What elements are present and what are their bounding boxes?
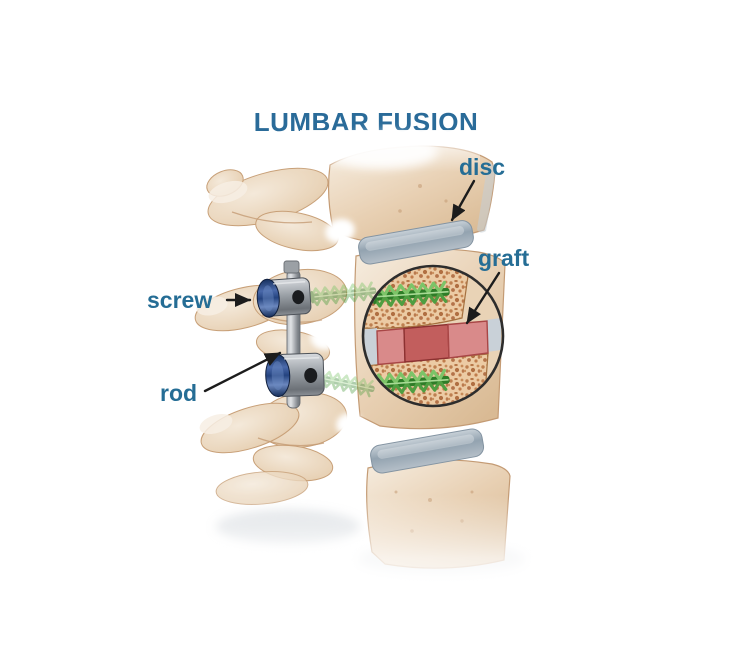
rod-top-cap [283, 260, 300, 274]
graft-annotation: graft [465, 245, 529, 325]
rod-label: rod [160, 380, 197, 406]
posterior-elements-vertebra-1 [206, 167, 339, 252]
pedicle-screw-head-lower [265, 352, 325, 398]
spinal-rod-assembly [256, 260, 325, 409]
intervertebral-disc-lower [370, 428, 485, 474]
posterior-elements-vertebra-3 [199, 392, 348, 505]
pedicle-screw-head-upper [256, 277, 312, 318]
screw-annotation: screw [147, 287, 252, 313]
disc-annotation: disc [450, 154, 505, 222]
rod-annotation: rod [160, 351, 282, 406]
intervertebral-disc-upper [358, 220, 474, 265]
screw-label: screw [147, 287, 212, 313]
bone-graft-blocks [376, 320, 489, 366]
graft-arrow [465, 271, 501, 325]
graft-label: graft [478, 245, 529, 271]
disc-remnant-right [486, 318, 501, 352]
inset-circle-outline [361, 264, 505, 408]
fade-overlays [185, 130, 535, 600]
intervertebral-foramina [310, 218, 362, 436]
disc-label: disc [459, 154, 505, 180]
rod-arrow [203, 351, 282, 393]
disc-arrow [450, 179, 476, 222]
annotations: disc graft screw rod [147, 154, 529, 406]
